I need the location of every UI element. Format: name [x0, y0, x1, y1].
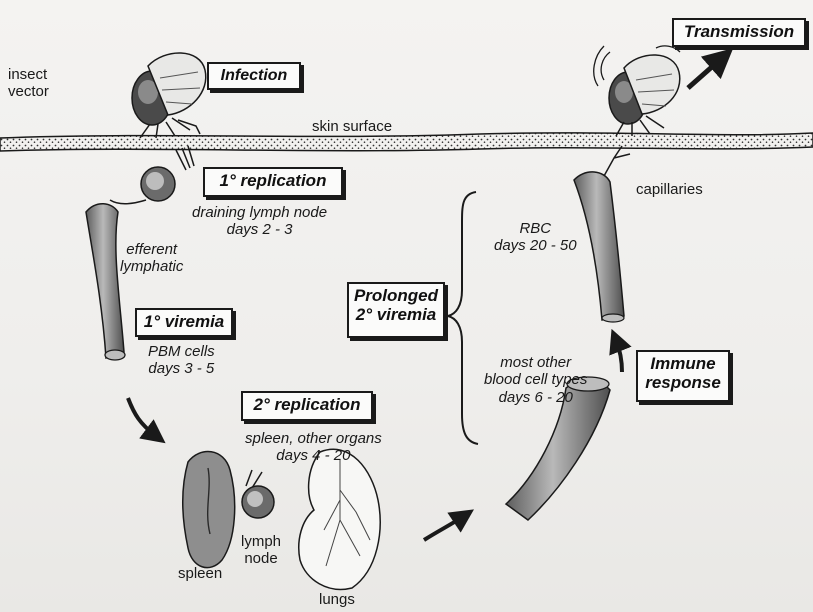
lymph-node-label: lymph node: [241, 533, 281, 568]
draining-lymph-node-illustration: [110, 146, 194, 204]
primary-replication-box: 1° replication: [203, 167, 343, 197]
prolonged-viremia-box: Prolonged 2° viremia: [347, 282, 445, 338]
rbc-label: RBC days 20 - 50: [494, 220, 577, 255]
arrow-to-organs: [128, 398, 156, 436]
efferent-lymphatic-label: efferent lymphatic: [120, 241, 183, 276]
pbm-cells-label: PBM cells days 3 - 5: [148, 343, 215, 378]
arrow-to-vessel: [424, 516, 464, 540]
spleen-label: spleen: [178, 566, 222, 583]
transmission-arrow: [688, 58, 722, 88]
insect-vector-illustration: [132, 53, 206, 138]
immune-response-arrow: [616, 340, 622, 372]
primary-viremia-box: 1° viremia: [135, 308, 233, 337]
draining-lymph-node-label: draining lymph node days 2 - 3: [192, 204, 327, 239]
immune-response-box: Immune response: [636, 350, 730, 402]
capillaries-label: capillaries: [636, 182, 703, 199]
spleen-illustration: [183, 452, 235, 568]
transmission-box: Transmission: [672, 18, 806, 47]
viremia-brace: [448, 192, 478, 444]
skin-surface-label: skin surface: [312, 119, 392, 136]
lungs-illustration: [299, 449, 380, 589]
skin-surface-band: [0, 133, 813, 151]
spleen-organs-label: spleen, other organs days 4 - 20: [245, 430, 382, 465]
most-other-cells-label: most other blood cell types days 6 - 20: [484, 354, 587, 406]
blood-vessel-upper-right: [574, 146, 630, 322]
lymph-node-illustration: [242, 470, 274, 518]
transmitting-insect-illustration: [594, 46, 680, 136]
secondary-replication-box: 2° replication: [241, 391, 373, 421]
infection-box: Infection: [207, 62, 301, 90]
insect-vector-label: insect vector: [8, 66, 49, 101]
blood-vessel-left: [86, 204, 125, 360]
lungs-label: lungs: [319, 592, 355, 609]
